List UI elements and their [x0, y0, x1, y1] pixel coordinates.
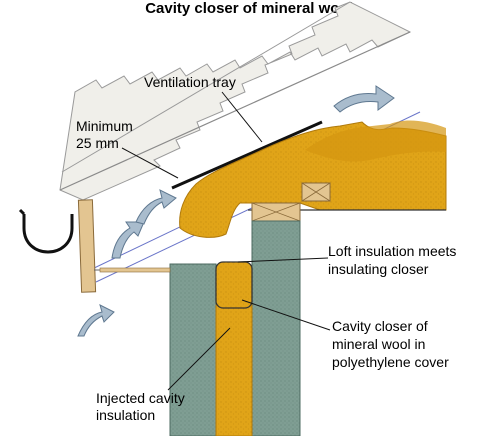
- leader-closer: [241, 299, 331, 331]
- leader-loft: [237, 257, 329, 263]
- airflow-arrow-mid: [111, 221, 145, 259]
- ventilation-tray: [171, 120, 323, 190]
- label-closer-line2: mineral wool in: [332, 336, 426, 352]
- leader-minimum: [121, 147, 179, 179]
- roof-underside: [59, 31, 411, 191]
- airflow-arrow-top: [333, 85, 395, 113]
- airflow-arrow-upper: [135, 189, 177, 225]
- label-loft-line1: Loft insulation meets: [328, 243, 457, 259]
- label-closer-line3: polyethylene cover: [332, 354, 449, 370]
- diagram-title: Cavity closer of mineral wool: [145, 0, 353, 17]
- airflow-arrow-bottom: [77, 304, 115, 337]
- label-injected-line1: Injected cavity: [96, 390, 185, 406]
- label-loft-line2: insulating closer: [328, 261, 429, 277]
- soffit-bracket: [99, 267, 171, 273]
- fascia-board: [77, 199, 97, 293]
- gutter-icon: [22, 214, 74, 254]
- loft-insulation-top: [305, 120, 446, 162]
- leader-injected: [167, 327, 231, 391]
- label-ventilation-tray: Ventilation tray: [144, 74, 236, 90]
- airflow-arrow-icon: [77, 85, 395, 337]
- label-closer-line1: Cavity closer of: [332, 318, 428, 334]
- roof-upper-line: [61, 1, 351, 173]
- leader-ventilation-tray: [221, 91, 263, 143]
- label-minimum-line1: Minimum: [76, 118, 133, 134]
- label-minimum-line2: 25 mm: [76, 135, 119, 151]
- label-injected-line2: insulation: [96, 407, 156, 423]
